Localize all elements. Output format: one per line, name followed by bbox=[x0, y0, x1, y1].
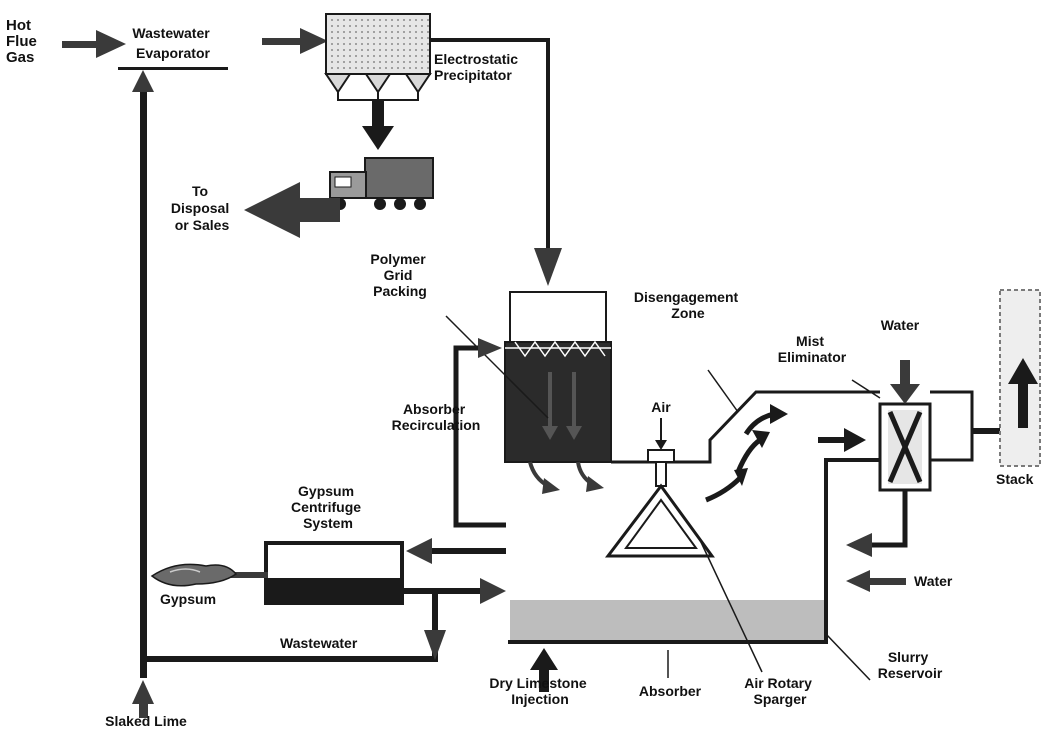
mist-eliminator-label: Mist Eliminator bbox=[778, 333, 847, 365]
electrostatic-precipitator-label: Electrostatic Precipitator bbox=[434, 51, 522, 83]
slurry-to-centrifuge-arrow bbox=[406, 538, 506, 564]
centrifuge-return-arrow bbox=[402, 578, 506, 604]
mist-drain-line bbox=[846, 490, 908, 557]
evaporator-to-esp-arrow bbox=[262, 28, 328, 54]
absorber-recirculation-loop bbox=[453, 338, 506, 528]
flue-gas-inlet-arrow bbox=[62, 30, 126, 58]
disengagement-flow-arrows bbox=[705, 404, 866, 503]
disengagement-zone-label: Disengagement Zone bbox=[634, 289, 742, 321]
to-disposal-label: To Disposal or Sales bbox=[171, 183, 233, 233]
gypsum-centrifuge bbox=[264, 541, 404, 605]
wastewater-line bbox=[140, 592, 446, 662]
absorber-label: Absorber bbox=[639, 683, 702, 699]
packing-leader-line bbox=[445, 315, 549, 419]
reactor-vessel bbox=[508, 390, 974, 644]
slurry-reservoir-fill bbox=[510, 600, 824, 640]
stack-label: Stack bbox=[996, 471, 1034, 487]
slurry-reservoir-label: Slurry Reservoir bbox=[878, 649, 943, 681]
gypsum-centrifuge-system-label: Gypsum Centrifuge System bbox=[291, 483, 365, 531]
esp-to-absorber-line bbox=[430, 38, 562, 286]
gypsum-label: Gypsum bbox=[160, 591, 216, 607]
air-rotary-sparger-label: Air Rotary Sparger bbox=[744, 675, 816, 707]
polymer-grid-packing-label: Polymer Grid Packing bbox=[370, 251, 429, 299]
hot-flue-gas-label: Hot Flue Gas bbox=[6, 17, 41, 66]
evaporator-underline bbox=[118, 67, 228, 70]
ash-down-arrow bbox=[362, 100, 394, 150]
slaked-lime-line bbox=[132, 70, 154, 718]
centrifuge-to-gypsum-arrow bbox=[228, 572, 268, 578]
reservoir-leader-line bbox=[825, 633, 871, 681]
to-disposal-arrow bbox=[244, 182, 340, 238]
dry-limestone-injection-label: Dry Limestone Injection bbox=[489, 675, 590, 707]
disengagement-leader-line bbox=[707, 369, 739, 413]
wastewater-evaporator-label: Wastewater Evaporator bbox=[132, 25, 213, 61]
spray-arrows bbox=[528, 461, 604, 494]
air-rotary-sparger bbox=[604, 418, 715, 558]
sparger-leader-line bbox=[699, 539, 763, 673]
water-top-arrow bbox=[890, 360, 920, 404]
gypsum-pile-icon bbox=[150, 563, 238, 587]
slaked-lime-label: Slaked Lime bbox=[105, 713, 187, 729]
water-side-arrow bbox=[846, 570, 906, 592]
water-top-label: Water bbox=[881, 317, 920, 333]
water-side-label: Water bbox=[914, 573, 953, 589]
air-label: Air bbox=[651, 399, 671, 415]
absorber-recirculation-label: Absorber Recirculation bbox=[392, 401, 481, 433]
wastewater-label: Wastewater bbox=[280, 635, 358, 651]
mist-eliminator-leader-line bbox=[851, 379, 881, 399]
electrostatic-precipitator bbox=[324, 13, 432, 101]
stack-outlet bbox=[972, 289, 1041, 467]
limestone-injection-arrow bbox=[530, 648, 558, 692]
absorber-tower bbox=[504, 291, 612, 463]
disposal-truck-icon bbox=[329, 157, 434, 210]
mist-eliminator bbox=[878, 402, 932, 492]
